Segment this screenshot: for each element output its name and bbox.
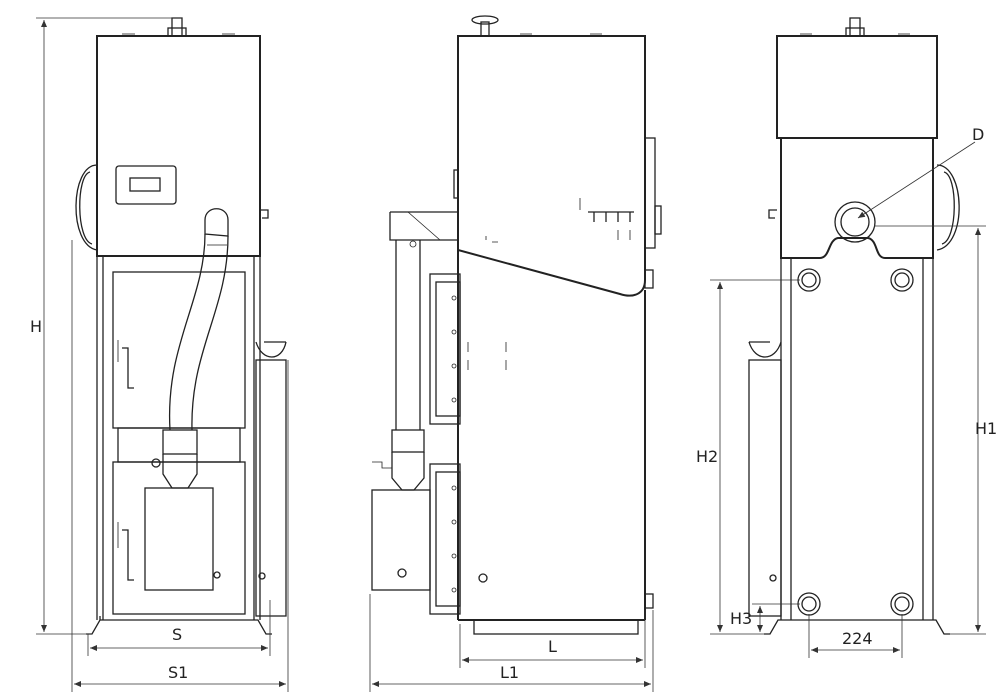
rear-dimensions: D H1 H2 H3 224 bbox=[696, 125, 997, 658]
label-h2: H2 bbox=[696, 447, 718, 466]
label-s: S bbox=[172, 625, 182, 644]
side-view bbox=[371, 15, 662, 635]
front-view bbox=[75, 17, 287, 635]
rear-view bbox=[748, 17, 960, 635]
label-d: D bbox=[972, 125, 984, 144]
label-l1: L1 bbox=[500, 663, 519, 682]
label-l: L bbox=[548, 637, 557, 656]
label-224: 224 bbox=[842, 629, 873, 648]
label-h3: H3 bbox=[730, 609, 752, 628]
label-s1: S1 bbox=[168, 663, 188, 682]
label-h1: H1 bbox=[975, 419, 997, 438]
front-dimensions: H S S1 bbox=[30, 17, 289, 692]
side-dimensions: L L1 bbox=[369, 594, 654, 692]
label-h: H bbox=[30, 317, 42, 336]
